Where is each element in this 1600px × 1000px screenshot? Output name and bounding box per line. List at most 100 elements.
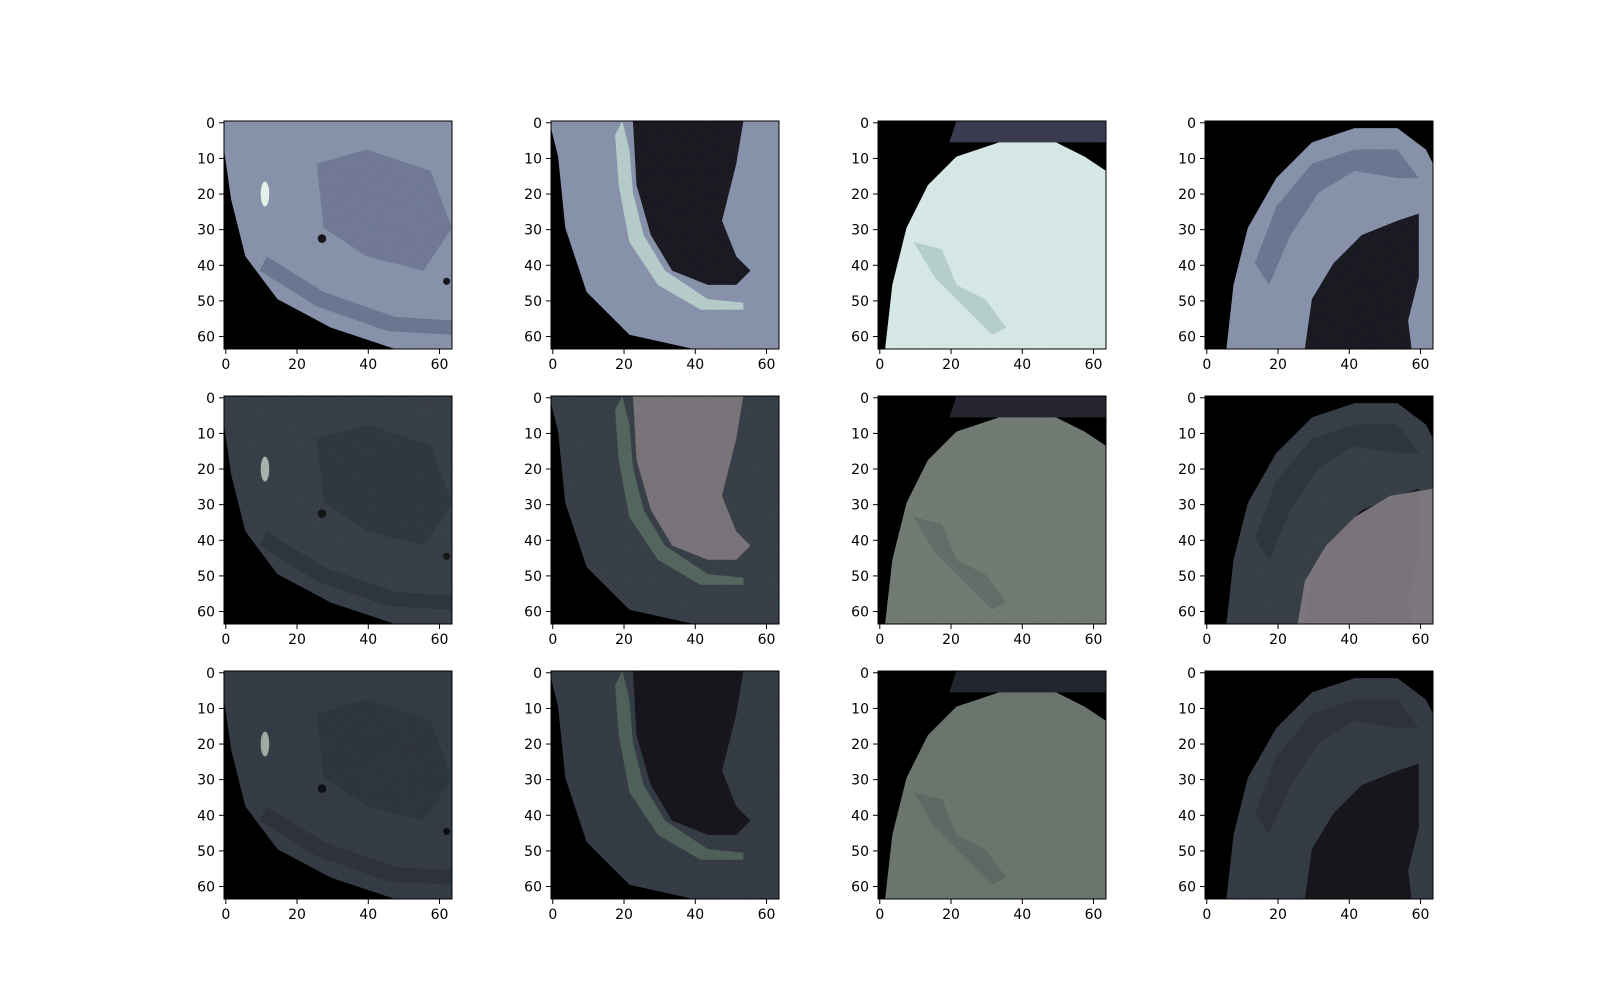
x-tick-label: 60 (758, 357, 776, 373)
y-tick-label: 0 (860, 666, 869, 682)
ct-slice-image (224, 121, 452, 349)
ct-slice-image (1205, 396, 1433, 624)
y-tick-label: 30 (524, 773, 542, 789)
y-tick-label: 50 (197, 569, 215, 585)
x-tick-label: 0 (548, 907, 557, 923)
y-tick-label: 40 (524, 258, 542, 274)
y-tick-label: 60 (197, 605, 215, 621)
y-tick-label: 0 (533, 116, 542, 132)
x-tick-label: 40 (686, 907, 704, 923)
y-tick-label: 60 (1178, 330, 1196, 346)
y-tick-label: 50 (524, 844, 542, 860)
y-tick-label: 20 (524, 462, 542, 478)
dark-spot (443, 277, 451, 285)
y-tick-label: 0 (860, 116, 869, 132)
y-tick-label: 0 (206, 666, 215, 682)
axes-frame (223, 120, 453, 350)
axes-frame (1204, 395, 1434, 625)
axes-frame (550, 670, 780, 900)
axes-frame (1204, 670, 1434, 900)
axes-frame (550, 395, 780, 625)
x-tick-label: 0 (221, 907, 230, 923)
x-tick-label: 40 (686, 357, 704, 373)
dark-spot (317, 234, 327, 243)
x-tick-label: 60 (1412, 632, 1430, 648)
x-tick-label: 20 (615, 907, 633, 923)
ct-slice-image (878, 396, 1106, 624)
y-tick-label: 40 (851, 533, 869, 549)
y-tick-label: 10 (524, 701, 542, 717)
liver-tissue (885, 142, 1106, 349)
axes-frame (223, 670, 453, 900)
lung-region (632, 121, 751, 285)
ct-slice-image (878, 671, 1106, 899)
y-tick-label: 60 (851, 605, 869, 621)
y-tick-label: 60 (851, 880, 869, 896)
darkening (1205, 396, 1433, 624)
y-tick-label: 40 (851, 258, 869, 274)
y-tick-label: 30 (524, 498, 542, 514)
y-tick-label: 10 (851, 701, 869, 717)
x-tick-label: 40 (359, 357, 377, 373)
x-tick-label: 60 (1412, 357, 1430, 373)
organ-region (316, 149, 452, 271)
axes-frame (877, 395, 1107, 625)
x-tick-label: 40 (359, 632, 377, 648)
x-tick-label: 20 (615, 632, 633, 648)
x-tick-label: 40 (1013, 907, 1031, 923)
y-tick-label: 0 (860, 391, 869, 407)
x-tick-label: 20 (942, 907, 960, 923)
x-tick-label: 0 (875, 907, 884, 923)
x-tick-label: 60 (1085, 907, 1103, 923)
axes-frame (877, 120, 1107, 350)
x-tick-label: 60 (431, 907, 449, 923)
y-tick-label: 10 (1178, 151, 1196, 167)
darkening (878, 396, 1106, 624)
ct-slice-image (551, 396, 779, 624)
y-tick-label: 60 (524, 330, 542, 346)
x-tick-label: 40 (1013, 357, 1031, 373)
y-tick-label: 40 (524, 533, 542, 549)
y-tick-label: 0 (533, 666, 542, 682)
y-tick-label: 50 (1178, 569, 1196, 585)
y-tick-label: 30 (197, 773, 215, 789)
y-tick-label: 20 (1178, 737, 1196, 753)
y-tick-label: 60 (1178, 605, 1196, 621)
y-tick-label: 0 (1187, 391, 1196, 407)
y-tick-label: 40 (851, 808, 869, 824)
y-tick-label: 20 (197, 187, 215, 203)
y-tick-label: 30 (851, 498, 869, 514)
x-tick-label: 40 (359, 907, 377, 923)
x-tick-label: 20 (942, 357, 960, 373)
y-tick-label: 10 (851, 426, 869, 442)
x-tick-label: 0 (1202, 632, 1211, 648)
x-tick-label: 0 (221, 632, 230, 648)
x-tick-label: 20 (942, 632, 960, 648)
bright-structure (260, 181, 270, 207)
x-tick-label: 60 (1085, 632, 1103, 648)
fat-band (1254, 149, 1419, 285)
y-tick-label: 60 (524, 605, 542, 621)
y-tick-label: 50 (197, 294, 215, 310)
y-tick-label: 10 (197, 701, 215, 717)
y-tick-label: 10 (197, 426, 215, 442)
y-tick-label: 50 (1178, 844, 1196, 860)
x-tick-label: 60 (431, 357, 449, 373)
y-tick-label: 0 (206, 391, 215, 407)
y-tick-label: 50 (851, 844, 869, 860)
y-tick-label: 30 (1178, 223, 1196, 239)
ct-slice-image (551, 671, 779, 899)
y-tick-label: 20 (851, 737, 869, 753)
y-tick-label: 10 (197, 151, 215, 167)
axes-frame (550, 120, 780, 350)
y-tick-label: 20 (1178, 187, 1196, 203)
rib-edge (615, 121, 744, 310)
ct-slice-image (224, 396, 452, 624)
